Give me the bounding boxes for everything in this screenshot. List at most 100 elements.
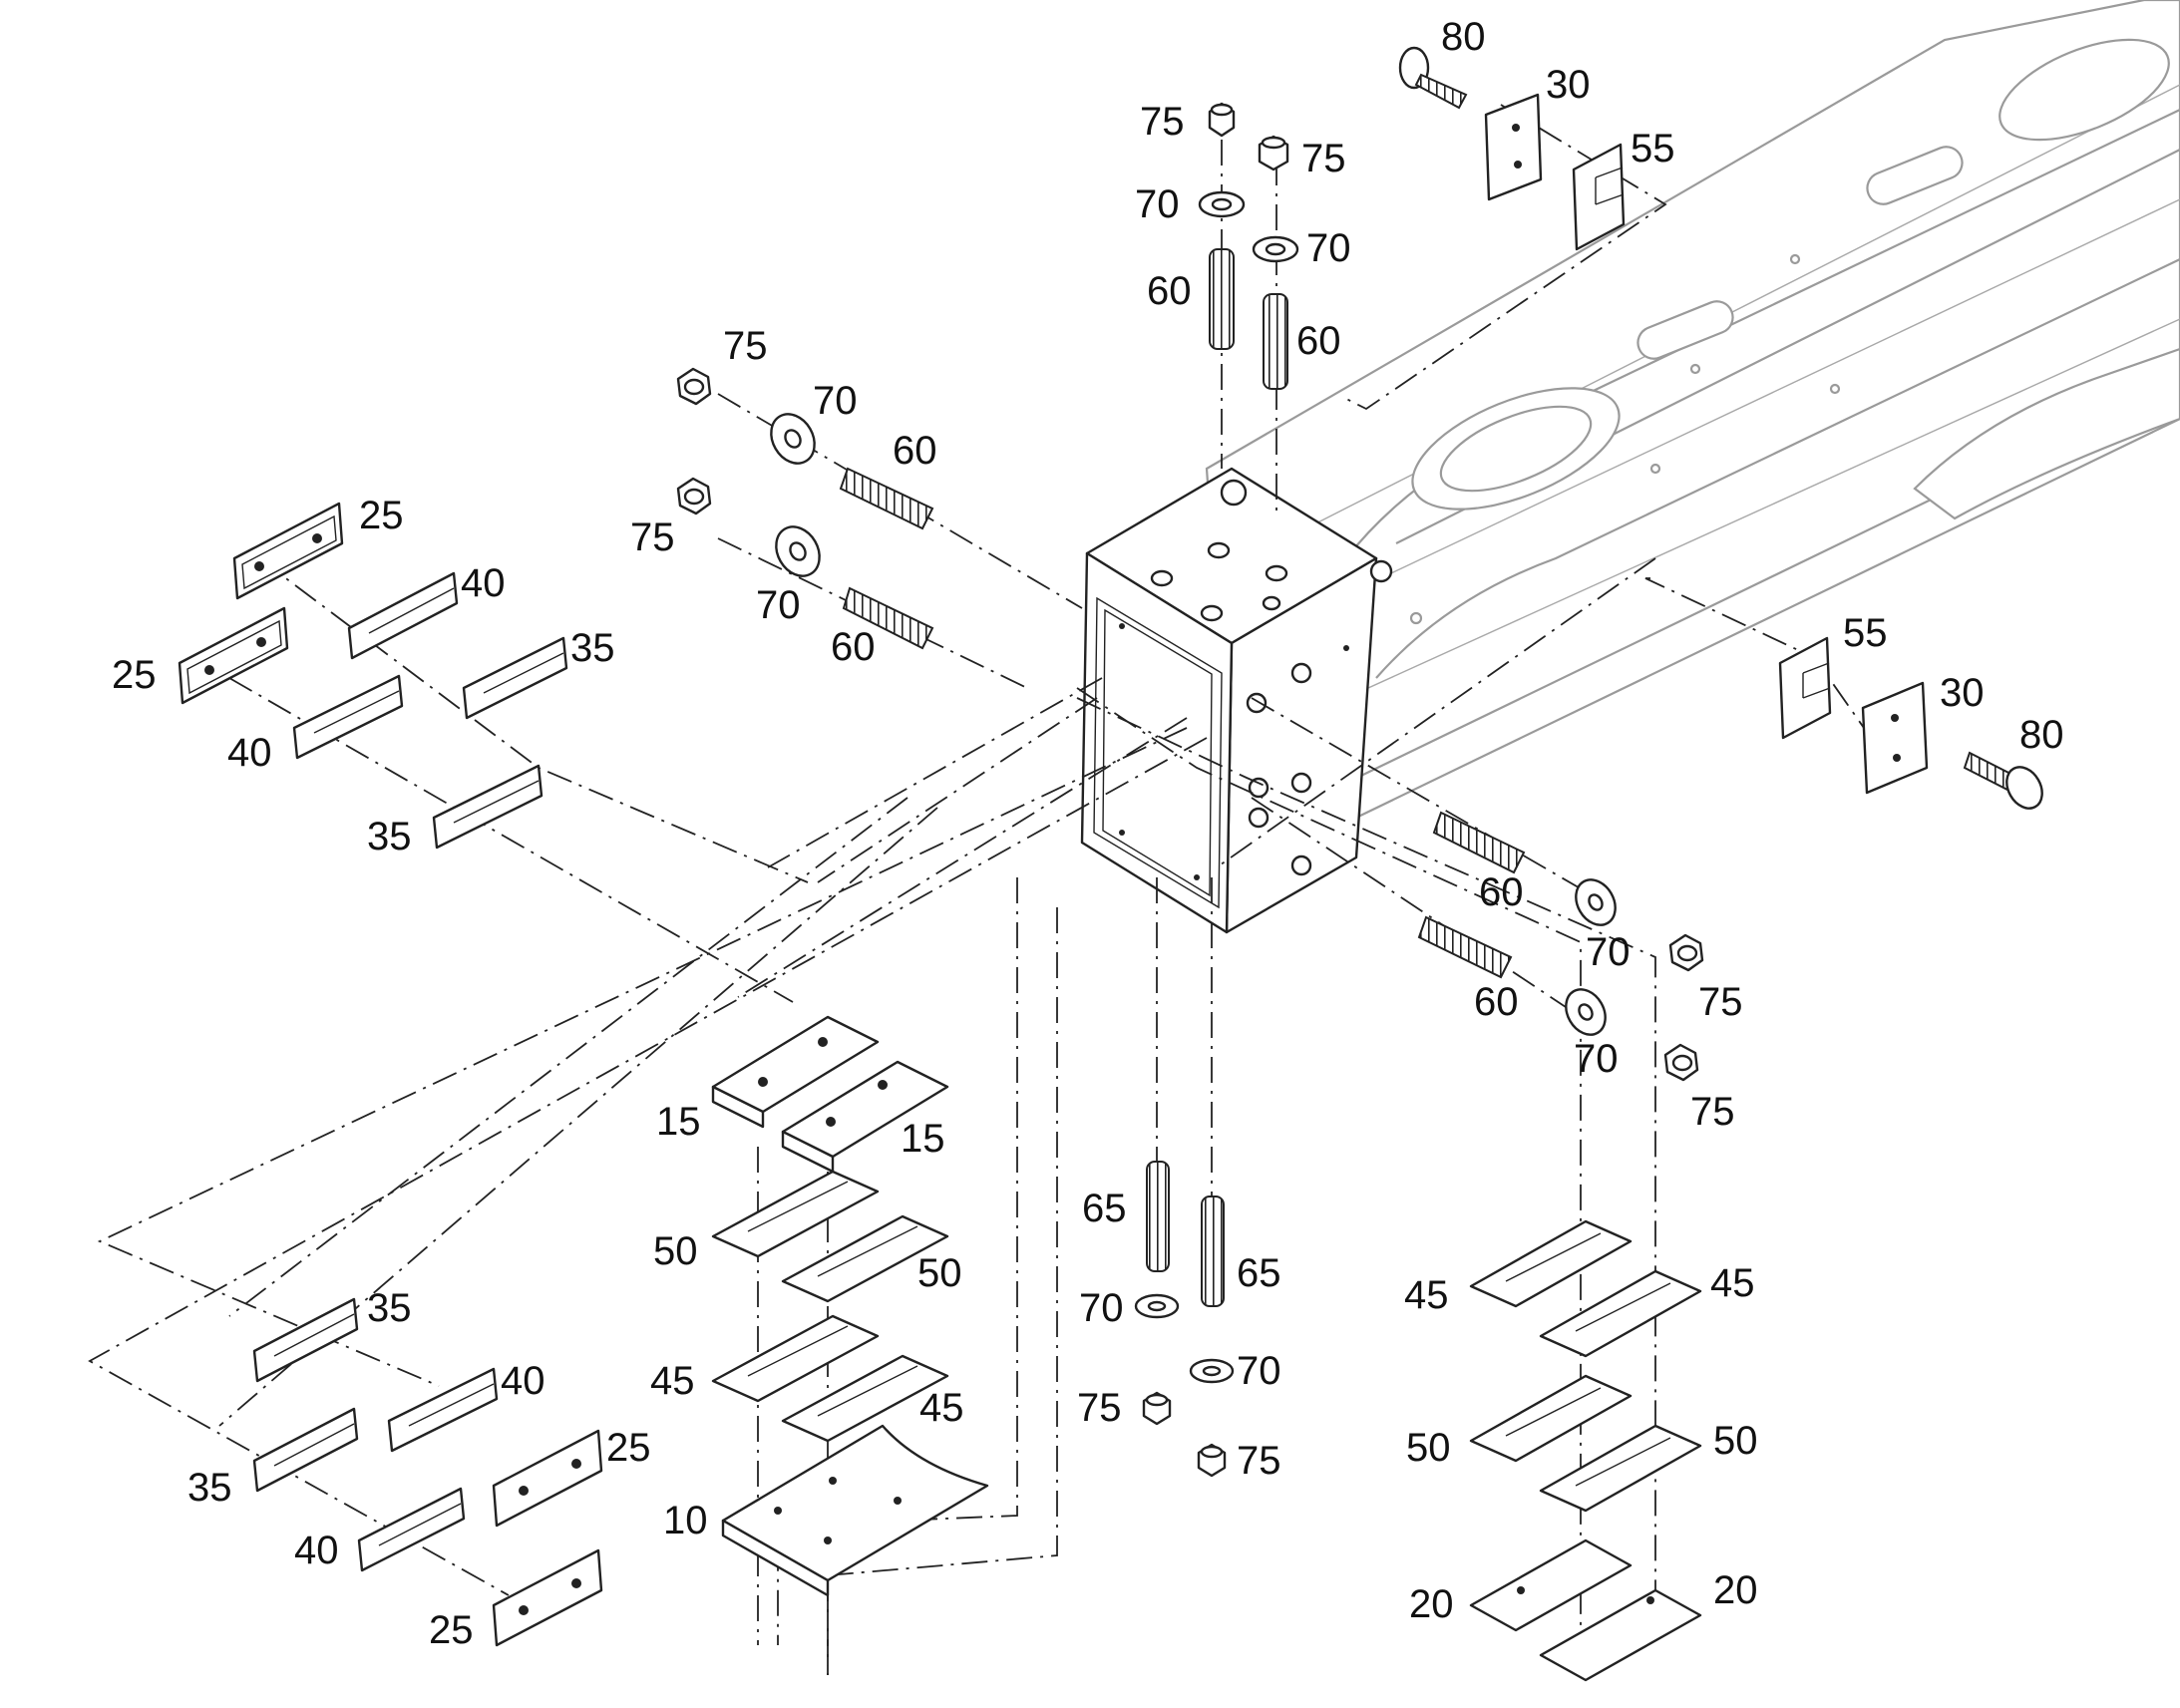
callout-label: 70 (813, 379, 858, 423)
stud-icon (842, 586, 934, 650)
slotted-shim (1539, 1269, 1702, 1358)
callout-label: 75 (1698, 980, 1743, 1024)
pad-plate (178, 606, 289, 705)
box-section-head (1080, 467, 1393, 934)
callout-label: 70 (756, 583, 801, 627)
callout-label: 60 (1479, 870, 1524, 914)
callout-label: 70 (1079, 1286, 1124, 1330)
pad-plate (1539, 1588, 1702, 1682)
callout-label: 60 (831, 625, 876, 669)
callout-label: 70 (1306, 226, 1351, 270)
callout-label: 60 (1147, 269, 1192, 313)
callout-label: 45 (1404, 1273, 1449, 1317)
callout-label: 50 (917, 1251, 962, 1295)
screw-icon (2005, 766, 2043, 810)
callout-label: 25 (359, 494, 404, 537)
callout-label: 55 (1843, 611, 1888, 655)
callout-label: 55 (1631, 127, 1675, 171)
callout-label: 80 (2019, 713, 2064, 757)
pad-plate (1469, 1538, 1633, 1632)
pad-plate (492, 1548, 603, 1647)
stud-icon (1146, 1161, 1170, 1272)
slotted-shim (1469, 1374, 1633, 1463)
callout-label: 65 (1237, 1251, 1281, 1295)
callout-label: 35 (570, 626, 615, 670)
callout-label: 50 (1406, 1426, 1451, 1470)
callout-label: 40 (501, 1359, 545, 1403)
stud-icon (1209, 248, 1235, 350)
callout-label: 75 (1077, 1386, 1122, 1430)
callout-label: 40 (294, 1529, 339, 1572)
right-lower-stack (1469, 1219, 1702, 1682)
slotted-shim (387, 1367, 499, 1453)
callout-label: 70 (1237, 1349, 1281, 1393)
callout-label: 25 (112, 653, 157, 697)
callout-label: 10 (663, 1499, 708, 1542)
callout-label: 75 (1690, 1090, 1735, 1134)
slotted-shim (1469, 1219, 1633, 1308)
left-stud-group (676, 367, 934, 650)
base-plate (721, 1424, 989, 1582)
boom-arm (1205, 0, 2180, 899)
callout-label: 15 (656, 1100, 701, 1144)
callout-label: 60 (1296, 319, 1341, 363)
shim-icon (1778, 636, 1832, 740)
callout-label: 45 (650, 1359, 695, 1403)
callout-label: 30 (1546, 63, 1591, 107)
plate-icon (1484, 93, 1543, 201)
center-lower-stack (711, 1015, 989, 1597)
callout-label: 20 (1713, 1568, 1758, 1612)
stud-icon (1263, 293, 1288, 390)
stud-icon (1432, 811, 1526, 874)
callout-label: 75 (630, 515, 675, 559)
callout-label: 75 (1301, 137, 1346, 180)
callout-label: 70 (1586, 930, 1631, 974)
callout-label: 35 (187, 1466, 232, 1510)
callout-label: 35 (367, 1286, 412, 1330)
left-lower-pads (252, 1297, 603, 1647)
callout-label: 60 (1474, 980, 1519, 1024)
pad-plate (232, 502, 344, 600)
slotted-shim (292, 674, 404, 760)
right-stud-group (1417, 811, 1704, 1082)
callout-label: 15 (901, 1117, 945, 1161)
callout-label: 60 (893, 429, 937, 473)
stud-icon (839, 467, 934, 530)
callout-label: 65 (1082, 1187, 1127, 1230)
callout-label: 25 (429, 1608, 474, 1652)
callout-label: 40 (461, 561, 506, 605)
callout-labels: 80 30 55 75 75 70 70 60 60 75 70 60 75 7… (112, 15, 2064, 1652)
slotted-shim (1539, 1424, 1702, 1513)
left-upper-pads (178, 502, 568, 850)
stud-icon (1417, 915, 1513, 979)
callout-label: 75 (1140, 100, 1185, 144)
slotted-shim (432, 764, 544, 850)
callout-label: 40 (227, 731, 272, 775)
slotted-shim (711, 1314, 880, 1403)
callout-label: 70 (1574, 1037, 1619, 1081)
shim-icon (1572, 143, 1626, 251)
callout-label: 30 (1940, 671, 1985, 715)
stud-icon (1201, 1196, 1225, 1307)
slotted-shim (781, 1214, 949, 1303)
bottom-stud-group (1134, 1161, 1235, 1478)
callout-label: 75 (1237, 1439, 1281, 1483)
callout-label: 75 (723, 324, 768, 368)
pad-plate (492, 1429, 603, 1528)
right-fixings (1778, 636, 2043, 810)
callout-label: 45 (1710, 1261, 1755, 1305)
top-right-fixings (1398, 46, 1626, 251)
callout-label: 45 (919, 1386, 964, 1430)
slotted-shim (711, 1170, 880, 1258)
callout-label: 35 (367, 815, 412, 858)
callout-label: 25 (606, 1426, 651, 1470)
callout-label: 50 (653, 1229, 698, 1273)
callout-label: 70 (1135, 182, 1180, 226)
callout-label: 20 (1409, 1582, 1454, 1626)
plate-icon (1861, 681, 1929, 795)
top-stud-group (1198, 102, 1299, 390)
slotted-shim (781, 1354, 949, 1443)
callout-label: 80 (1441, 15, 1486, 59)
callout-label: 50 (1713, 1419, 1758, 1463)
